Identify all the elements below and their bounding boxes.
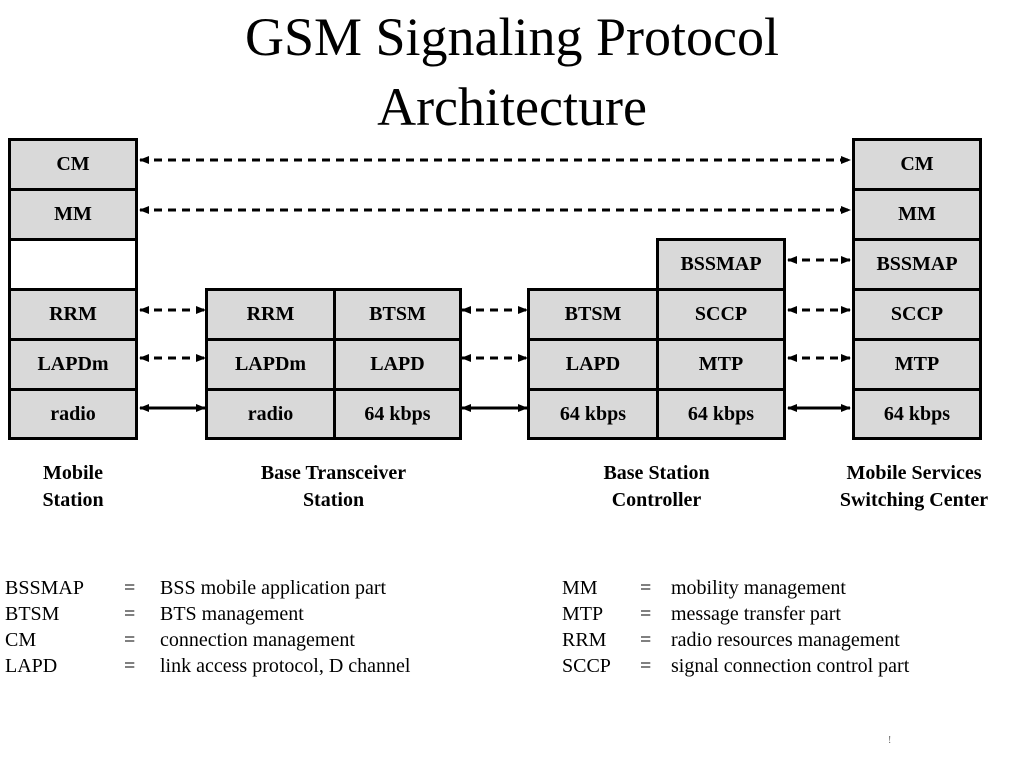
bsc-mtp-layer: MTP [656,338,786,391]
bts-lapdm-layer: LAPDm [205,338,336,391]
msc-64kbps-layer: 64 kbps [852,388,982,440]
legend-def: connection management [160,629,355,651]
bts-64kbps-layer: 64 kbps [333,388,462,440]
bts-rrm-layer: RRM [205,288,336,341]
legend-abbr: SCCP [562,655,611,677]
ms-cm-layer: CM [8,138,138,191]
msc-mtp-layer: MTP [852,338,982,391]
msc-cm-layer: CM [852,138,982,191]
legend-def: radio resources management [671,629,900,651]
msc-sccp-layer: SCCP [852,288,982,341]
ms-radio-layer: radio [8,388,138,440]
bsc-64kbps-left-layer: 64 kbps [527,388,659,440]
msc-bssmap-layer: BSSMAP [852,238,982,291]
legend-def: signal connection control part [671,655,910,677]
legend-def: BSS mobile application part [160,577,387,599]
ms-rrm-layer: RRM [8,288,138,341]
legend-eq: = [124,629,136,651]
ms-lapdm-layer: LAPDm [8,338,138,391]
legend-abbr: LAPD [5,655,58,677]
legend-def: link access protocol, D channel [160,655,411,677]
legend-eq: = [640,655,652,677]
ms-empty-layer [8,238,138,291]
legend-abbr: BSSMAP [5,577,84,599]
legend-abbr: MTP [562,603,604,625]
legend-eq: = [124,577,136,599]
title-line-2: Architecture [377,77,647,137]
legend-eq: = [124,603,136,625]
node-label-base-transceiver-station: Base Transceiver Station [260,462,407,511]
legend-abbr: MM [562,577,598,599]
legend-abbr: BTSM [5,603,60,625]
node-label-mobile-station: Mobile Station [42,462,104,511]
legend-def: message transfer part [671,603,841,625]
node-label-base-station-controller: Base Station Controller [603,462,710,511]
bts-lapd-layer: LAPD [333,338,462,391]
legend-def: BTS management [160,603,304,625]
legend-abbr: RRM [562,629,607,651]
legend-def: mobility management [671,577,846,599]
legend-abbr: CM [5,629,37,651]
bsc-sccp-layer: SCCP [656,288,786,341]
title-line-1: GSM Signaling Protocol [244,7,780,67]
bsc-64kbps-right-layer: 64 kbps [656,388,786,440]
bsc-btsm-layer: BTSM [527,288,659,341]
legend-eq: = [124,655,136,677]
bts-radio-layer: radio [205,388,336,440]
legend-eq: = [640,629,652,651]
bts-btsm-layer: BTSM [333,288,462,341]
page-title: GSM Signaling Protocol Architecture [0,2,1024,142]
bsc-bssmap-layer: BSSMAP [656,238,786,291]
legend-eq: = [640,603,652,625]
legend-eq: = [640,577,652,599]
msc-mm-layer: MM [852,188,982,241]
node-label-msc: Mobile Services Switching Center [839,462,989,511]
corner-mark: ! [888,735,892,746]
bsc-lapd-layer: LAPD [527,338,659,391]
ms-mm-layer: MM [8,188,138,241]
